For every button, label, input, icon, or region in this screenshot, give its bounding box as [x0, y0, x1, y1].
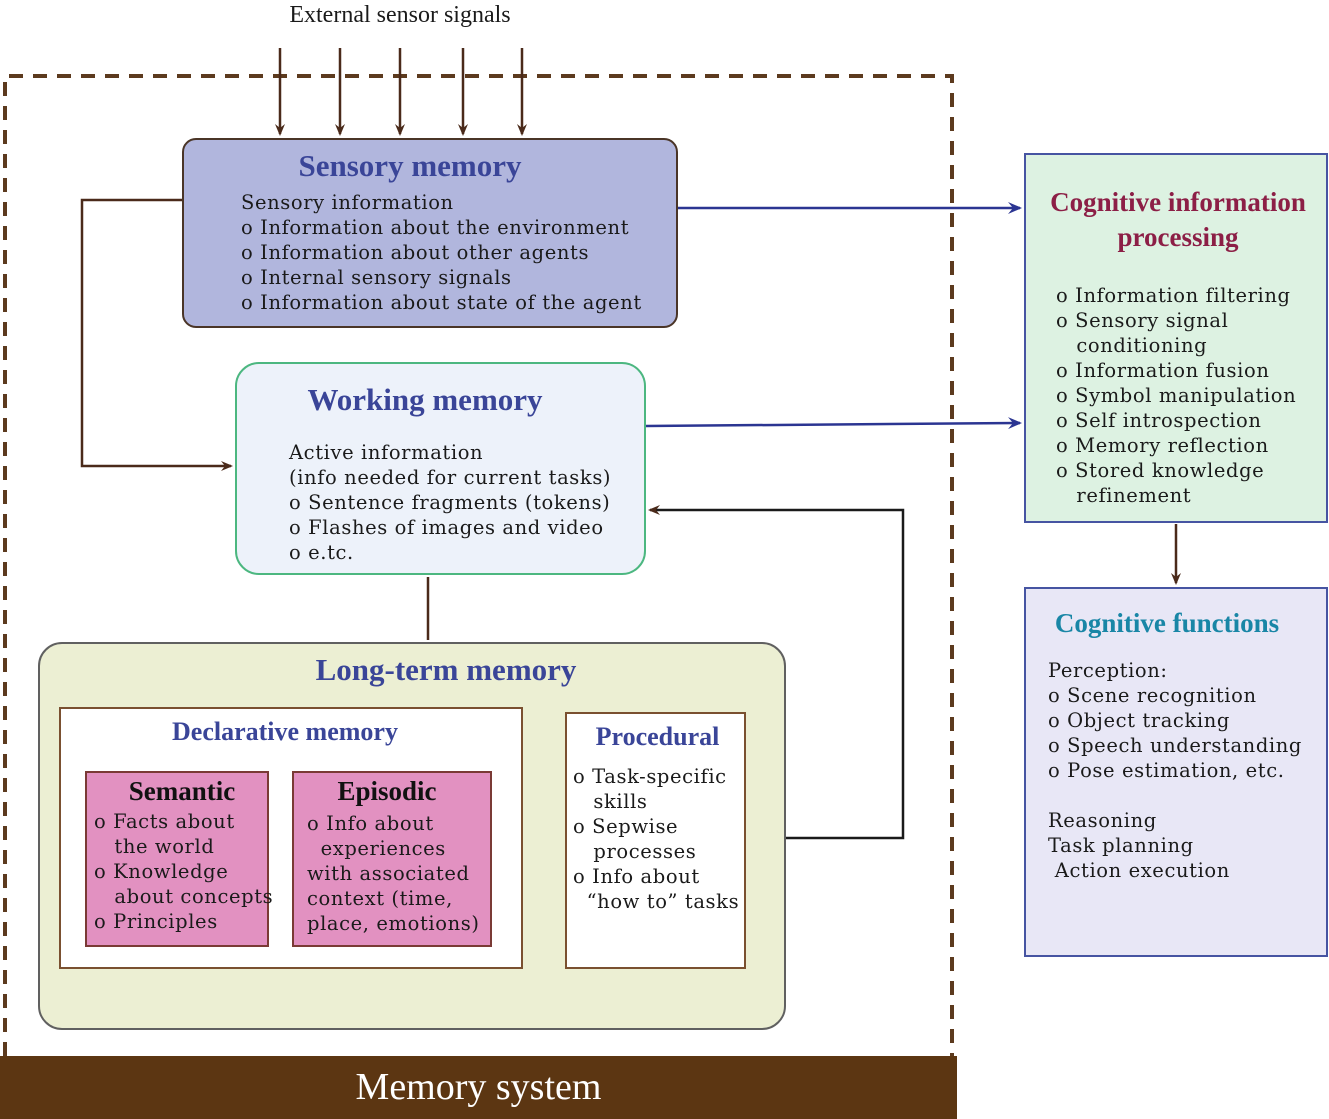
sensory-memory-list: Sensory information o Information about …	[241, 191, 642, 314]
working-to-processing-arrow	[645, 417, 1022, 430]
cognitive-functions-title: Cognitive functions	[1054, 608, 1280, 638]
working-memory-list: Active information (info needed for curr…	[289, 441, 612, 564]
procedural-memory-list: o Task-specific skills o Sepwise process…	[573, 765, 740, 913]
sensory-to-working-arrow	[80, 198, 233, 471]
episodic-memory-list: o Info about experiences with associated…	[307, 812, 480, 935]
external-signals-label: External sensor signals	[289, 2, 511, 28]
cognitive-functions-list: Perception: o Scene recognition o Object…	[1048, 659, 1302, 882]
cognitive-processing-box: Cognitive information processing o Infor…	[1024, 153, 1328, 523]
sensory-memory-box: Sensory memory Sensory information o Inf…	[182, 138, 678, 328]
episodic-memory-box: Episodic o Info about experiences with a…	[292, 771, 492, 947]
declarative-memory-title: Declarative memory	[172, 717, 398, 746]
procedural-memory-title: Procedural	[595, 722, 720, 751]
semantic-memory-list: o Facts about the world o Knowledge abou…	[94, 810, 274, 933]
long-term-memory-title: Long-term memory	[315, 652, 577, 687]
working-memory-box: Working memory Active information (info …	[235, 362, 646, 575]
semantic-memory-title: Semantic	[128, 776, 236, 806]
episodic-memory-title: Episodic	[337, 776, 437, 806]
longterm-to-working-arrow	[648, 505, 905, 840]
cognitive-functions-box: Cognitive functions Perception: o Scene …	[1024, 587, 1328, 957]
sensory-memory-title: Sensory memory	[298, 148, 522, 183]
procedural-memory-box: Procedural o Task-specific skills o Sepw…	[565, 712, 746, 969]
cognitive-processing-list: o Information filtering o Sensory signal…	[1056, 284, 1297, 507]
working-memory-title: Working memory	[307, 382, 543, 417]
sensor-signal-arrows	[275, 48, 527, 136]
cognitive-processing-title: Cognitive information processing	[1050, 187, 1306, 252]
semantic-memory-box: Semantic o Facts about the world o Knowl…	[85, 771, 273, 947]
memory-system-label: Memory system	[0, 1056, 957, 1119]
memory-system-frame	[3, 74, 954, 1056]
